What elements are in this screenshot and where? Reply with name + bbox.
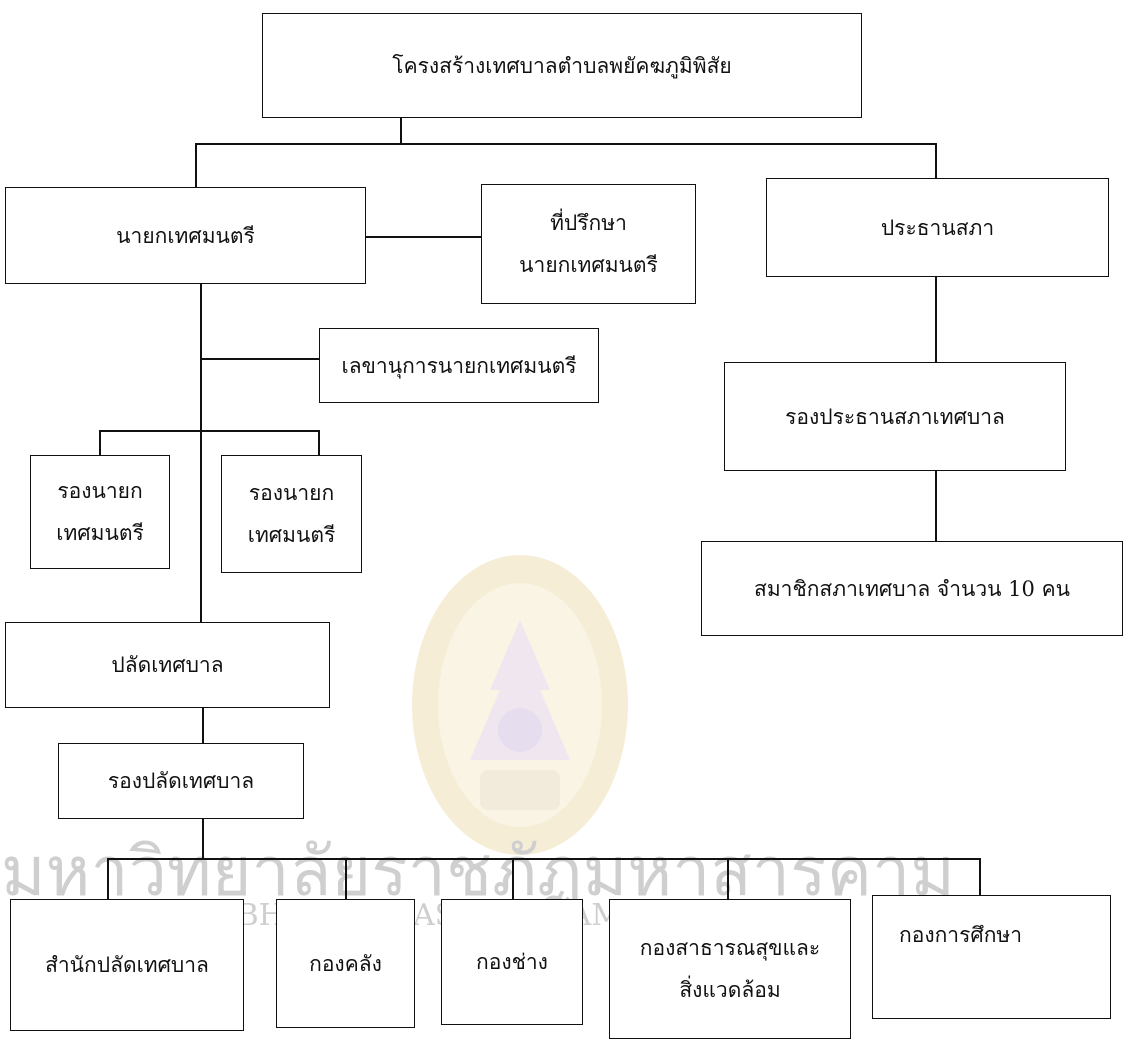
division-finance-box: กองคลัง [276, 899, 415, 1028]
division-public-health-box: กองสาธารณสุขและ สิ่งแวดล้อม [609, 899, 851, 1039]
council-president-text: ประธานสภา [880, 215, 995, 240]
connector-to-mayor [195, 143, 197, 188]
deputy-mayor-1-line2: เทศมนตรี [56, 521, 144, 545]
division-clerk-office-box: สำนักปลัดเทศบาล [10, 899, 244, 1031]
connector-title-down [400, 117, 402, 144]
municipal-clerk-box: ปลัดเทศบาล [5, 622, 330, 708]
division-public-health-line1: กองสาธารณสุขและ [639, 936, 821, 960]
connector-deputy-1 [99, 430, 101, 456]
division-education-box: กองการศึกษา [872, 895, 1111, 1019]
secretary-box: เลขานุการนายกเทศมนตรี [319, 328, 599, 403]
university-seal-icon [412, 555, 628, 855]
connector-clerk-deputy [202, 707, 204, 744]
connector-div-3 [512, 858, 514, 900]
deputy-mayor-2-line1: รองนายก [248, 481, 335, 505]
title-text: โครงสร้างเทศบาลตำบลพยัคฆภูมิพิสัย [392, 53, 732, 78]
connector-secretary [200, 358, 319, 360]
council-members-box: สมาชิกสภาเทศบาล จำนวน 10 คน [701, 541, 1123, 636]
secretary-text: เลขานุการนายกเทศมนตรี [341, 353, 577, 378]
council-members-text: สมาชิกสภาเทศบาล จำนวน 10 คน [754, 576, 1070, 601]
connector-deputy-divisions [202, 818, 204, 859]
deputy-mayor-2-box: รองนายก เทศมนตรี [221, 455, 362, 573]
division-engineering-box: กองช่าง [441, 899, 583, 1025]
deputy-mayor-1-line1: รองนายก [57, 479, 143, 503]
connector-div-4 [727, 858, 729, 900]
connector-div-1 [107, 858, 109, 900]
title-box: โครงสร้างเทศบาลตำบลพยัคฆภูมิพิสัย [262, 13, 862, 118]
division-education-text: กองการศึกษา [899, 923, 1023, 947]
council-president-box: ประธานสภา [766, 178, 1109, 277]
municipal-clerk-text: ปลัดเทศบาล [111, 653, 224, 677]
connector-to-president [935, 143, 937, 179]
mayor-text: นายกเทศมนตรี [116, 223, 255, 248]
advisor-line2: นายกเทศมนตรี [519, 253, 658, 277]
division-public-health-line2: สิ่งแวดล้อม [679, 978, 781, 1002]
vice-council-president-text: รองประธานสภาเทศบาล [785, 404, 1005, 429]
vice-council-president-box: รองประธานสภาเทศบาล [724, 362, 1066, 471]
connector-top-branch [195, 143, 936, 145]
division-clerk-office-text: สำนักปลัดเทศบาล [45, 953, 209, 977]
connector-div-2 [345, 858, 347, 900]
deputy-clerk-text: รองปลัดเทศบาล [107, 769, 255, 793]
deputy-clerk-box: รองปลัดเทศบาล [58, 743, 304, 819]
division-engineering-text: กองช่าง [476, 950, 548, 974]
connector-president-vice [935, 276, 937, 363]
connector-deputies-branch [99, 430, 319, 432]
advisor-box: ที่ปรึกษา นายกเทศมนตรี [481, 184, 696, 304]
deputy-mayor-1-box: รองนายก เทศมนตรี [30, 455, 170, 569]
connector-divisions-branch [107, 858, 980, 860]
watermark-thai-text: มหาวิทยาลัยราชภัฏมหาสารคาม [1, 833, 955, 912]
connector-div-5 [979, 858, 981, 896]
mayor-box: นายกเทศมนตรี [5, 187, 366, 284]
deputy-mayor-2-line2: เทศมนตรี [247, 523, 336, 547]
connector-deputy-2 [318, 430, 320, 456]
connector-vice-members [935, 470, 937, 542]
advisor-line1: ที่ปรึกษา [550, 211, 627, 235]
connector-mayor-trunk [200, 283, 202, 623]
division-finance-text: กองคลัง [309, 951, 382, 976]
connector-mayor-advisor [366, 236, 481, 238]
